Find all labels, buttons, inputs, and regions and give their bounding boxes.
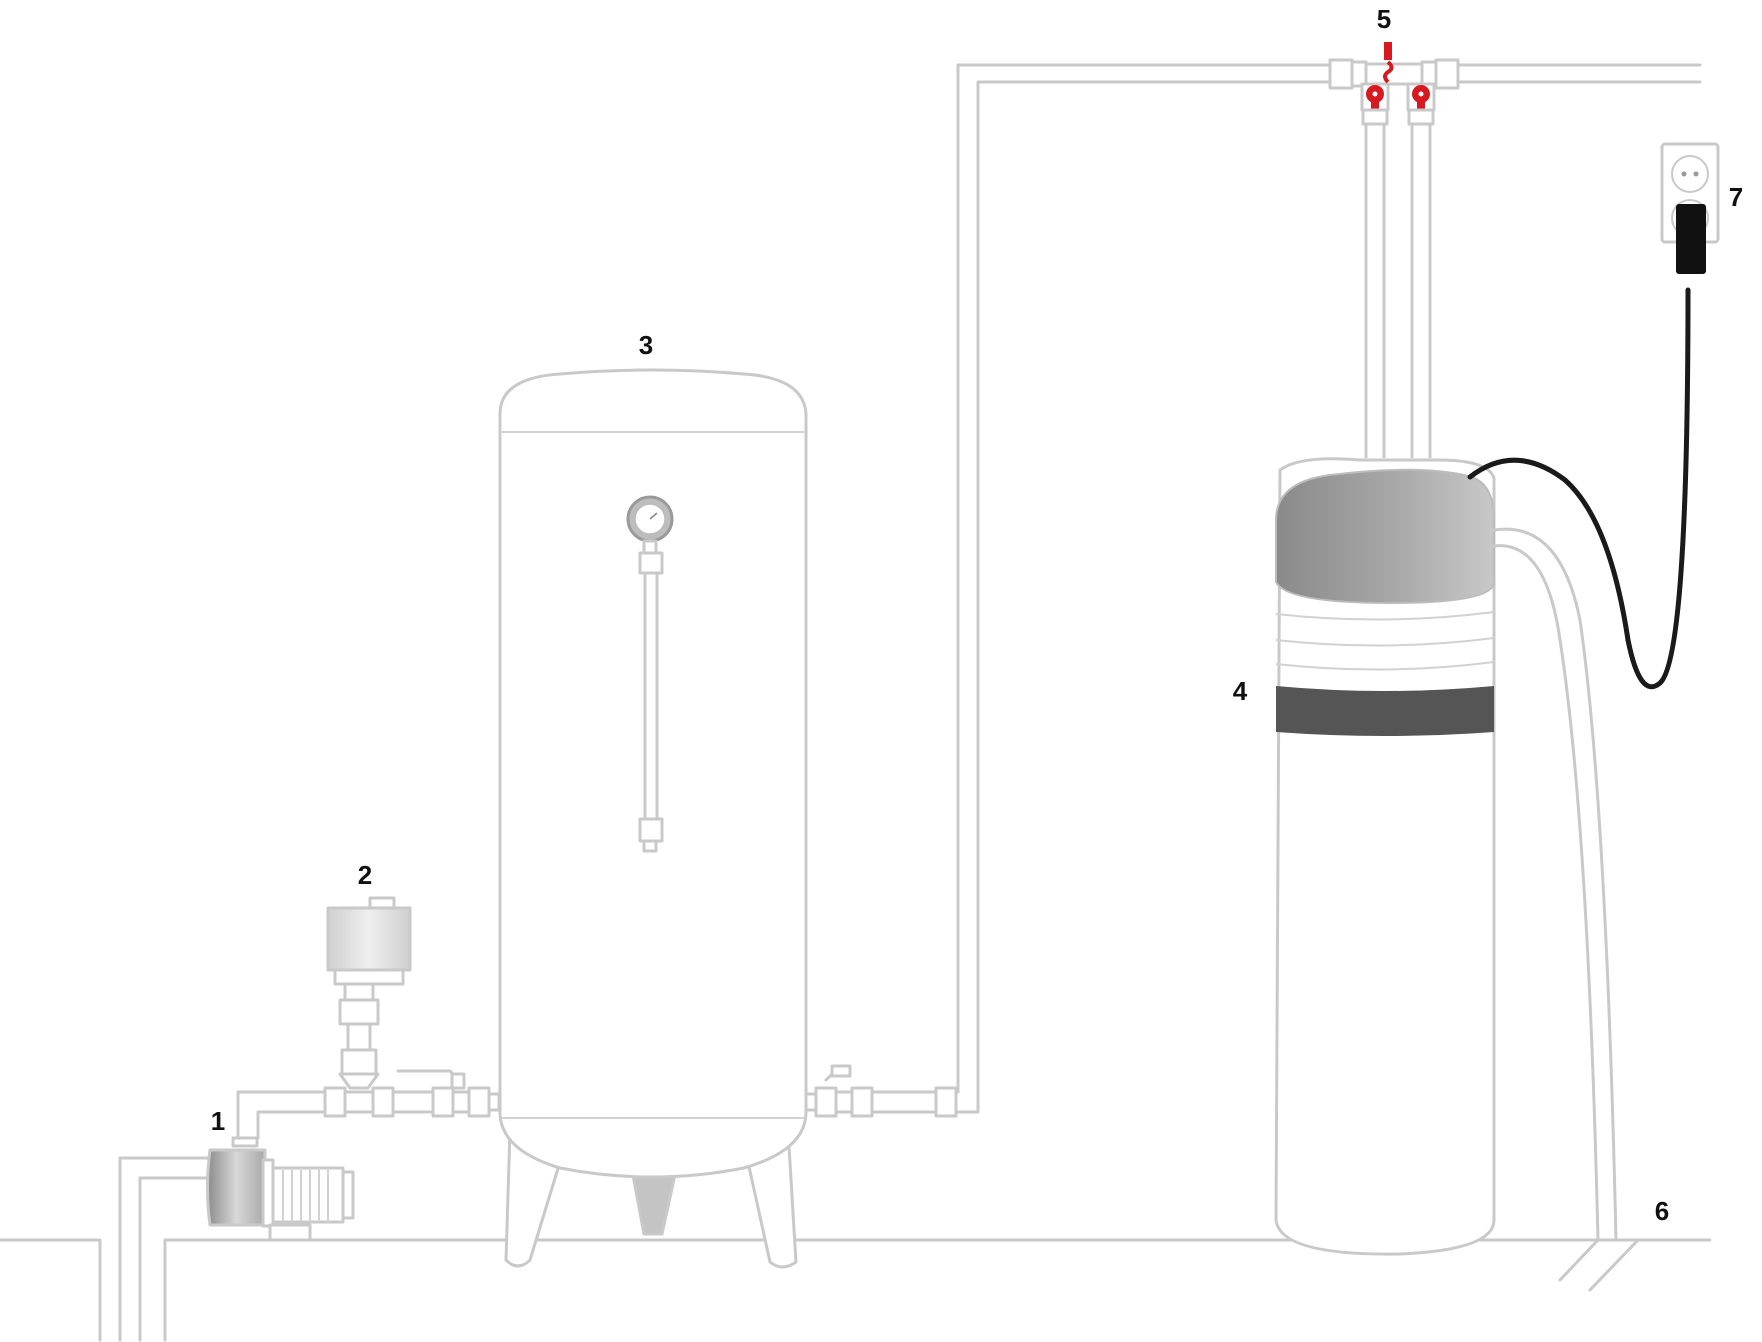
power-supply bbox=[1467, 142, 1720, 690]
water-softener bbox=[1274, 457, 1496, 1256]
tank-outlet-pipe bbox=[804, 63, 1332, 1118]
outlet-valve-handle bbox=[1412, 85, 1430, 114]
power-plug bbox=[1676, 204, 1706, 274]
callout-3: 3 bbox=[639, 330, 653, 360]
pump bbox=[206, 1136, 355, 1242]
intake-pipe bbox=[118, 1156, 214, 1342]
callout-7: 7 bbox=[1729, 182, 1743, 212]
callout-6: 6 bbox=[1655, 1196, 1669, 1226]
pressure-gauge bbox=[626, 495, 674, 575]
pressure-switch bbox=[326, 896, 412, 1090]
drain-hose bbox=[1492, 527, 1618, 1242]
bypass-valves bbox=[1328, 42, 1702, 458]
pump-motor-fins bbox=[282, 1168, 329, 1222]
inlet-valve-handle bbox=[1366, 85, 1384, 114]
callouts: 1 2 3 4 5 6 7 bbox=[211, 4, 1743, 1226]
softener-cap bbox=[1275, 468, 1495, 605]
bypass-valve-handle bbox=[1383, 42, 1394, 84]
softener-band bbox=[1276, 686, 1494, 736]
wall-socket bbox=[1660, 142, 1720, 274]
callout-4: 4 bbox=[1233, 676, 1248, 706]
sight-glass bbox=[638, 571, 664, 853]
pressure-tank bbox=[498, 63, 1332, 1269]
floor bbox=[0, 1238, 1712, 1342]
callout-5: 5 bbox=[1377, 4, 1391, 34]
callout-2: 2 bbox=[358, 860, 372, 890]
softener-supply-pipes bbox=[1361, 108, 1435, 458]
callout-1: 1 bbox=[211, 1106, 225, 1136]
